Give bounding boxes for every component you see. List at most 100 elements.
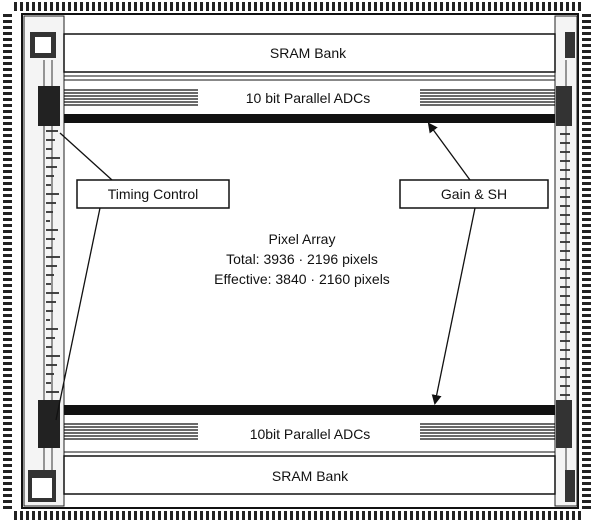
bond-pad xyxy=(224,511,227,520)
bond-pad xyxy=(296,2,299,11)
bond-pad xyxy=(548,2,551,11)
bond-pad xyxy=(582,218,591,221)
periphery-mark xyxy=(46,355,60,357)
bond-pad xyxy=(582,476,591,479)
periphery-mark xyxy=(560,367,570,369)
bond-pad xyxy=(582,356,591,359)
bond-pad xyxy=(3,32,12,35)
bond-pad xyxy=(518,511,521,520)
bond-pad xyxy=(3,302,12,305)
bond-pad xyxy=(302,511,305,520)
periphery-mark xyxy=(46,184,51,186)
bond-pad xyxy=(3,410,12,413)
bond-pad xyxy=(434,2,437,11)
bond-pad xyxy=(3,38,12,41)
bond-pad xyxy=(582,116,591,119)
bond-pad xyxy=(3,494,12,497)
adc-top-label-bg xyxy=(200,86,420,108)
bond-pad xyxy=(182,511,185,520)
bond-pad xyxy=(582,110,591,113)
bond-pad xyxy=(344,2,347,11)
bond-pad xyxy=(582,272,591,275)
bond-pad xyxy=(3,344,12,347)
bond-pad xyxy=(344,511,347,520)
periphery-mark xyxy=(46,211,53,213)
periphery-mark xyxy=(560,241,570,243)
bond-pad xyxy=(3,140,12,143)
bond-pad xyxy=(582,398,591,401)
bond-pad xyxy=(386,511,389,520)
bond-pad xyxy=(194,511,197,520)
bond-pad xyxy=(290,2,293,11)
bond-pad xyxy=(554,2,557,11)
periphery-mark xyxy=(560,232,570,234)
bond-pad xyxy=(3,158,12,161)
timing-control-label: Timing Control xyxy=(108,186,199,202)
bond-pad xyxy=(548,511,551,520)
bond-pad xyxy=(582,368,591,371)
bond-pad xyxy=(3,62,12,65)
left-cluster-bottom xyxy=(38,400,60,448)
bond-pad xyxy=(582,236,591,239)
bond-pad xyxy=(566,511,569,520)
bond-pad xyxy=(3,146,12,149)
bond-pad xyxy=(326,2,329,11)
periphery-mark xyxy=(560,259,570,261)
periphery-mark xyxy=(560,169,570,171)
bond-pad xyxy=(3,86,12,89)
bond-pad xyxy=(3,254,12,257)
bond-pad xyxy=(3,320,12,323)
bond-pad xyxy=(200,2,203,11)
bond-pad xyxy=(3,74,12,77)
bond-pad xyxy=(92,511,95,520)
bond-pad xyxy=(26,511,29,520)
bond-pad xyxy=(582,80,591,83)
bond-pad xyxy=(20,2,23,11)
bond-pad xyxy=(582,338,591,341)
periphery-mark xyxy=(560,187,570,189)
bond-pad xyxy=(314,511,317,520)
bond-pad xyxy=(350,2,353,11)
bond-pad xyxy=(218,2,221,11)
bond-pad xyxy=(582,248,591,251)
bond-pad xyxy=(3,290,12,293)
periphery-mark xyxy=(46,175,54,177)
bond-pad xyxy=(362,511,365,520)
bond-pad xyxy=(50,511,53,520)
bond-pad xyxy=(44,511,47,520)
bond-pad xyxy=(582,314,591,317)
timing-control-box xyxy=(76,179,230,209)
bond-pad xyxy=(3,170,12,173)
bond-pad xyxy=(308,2,311,11)
bond-pad xyxy=(332,511,335,520)
bond-pad xyxy=(3,164,12,167)
bond-pad xyxy=(404,511,407,520)
bond-pad xyxy=(3,230,12,233)
bond-pad xyxy=(110,2,113,11)
bond-pad xyxy=(428,511,431,520)
bond-pad xyxy=(3,152,12,155)
adc-top-label: 10 bit Parallel ADCs xyxy=(246,90,371,106)
sram-bank-top-label: SRAM Bank xyxy=(270,45,347,61)
bond-pad xyxy=(422,511,425,520)
periphery-mark xyxy=(560,133,570,135)
bond-pad xyxy=(582,416,591,419)
periphery-circuit-marks xyxy=(43,60,570,470)
bond-pad xyxy=(68,2,71,11)
periphery-mark xyxy=(560,385,570,387)
bond-pad xyxy=(582,50,591,53)
bond-pad xyxy=(158,511,161,520)
bond-pad xyxy=(582,134,591,137)
bond-pad xyxy=(110,511,113,520)
gain-sh-label: Gain & SH xyxy=(441,186,507,202)
bond-pad xyxy=(582,44,591,47)
bond-pad xyxy=(582,98,591,101)
bond-pad xyxy=(3,104,12,107)
bond-pad xyxy=(582,56,591,59)
bond-pad xyxy=(582,32,591,35)
bond-pad xyxy=(3,68,12,71)
bond-pad xyxy=(260,511,263,520)
bond-pad xyxy=(116,2,119,11)
bond-pad xyxy=(582,428,591,431)
